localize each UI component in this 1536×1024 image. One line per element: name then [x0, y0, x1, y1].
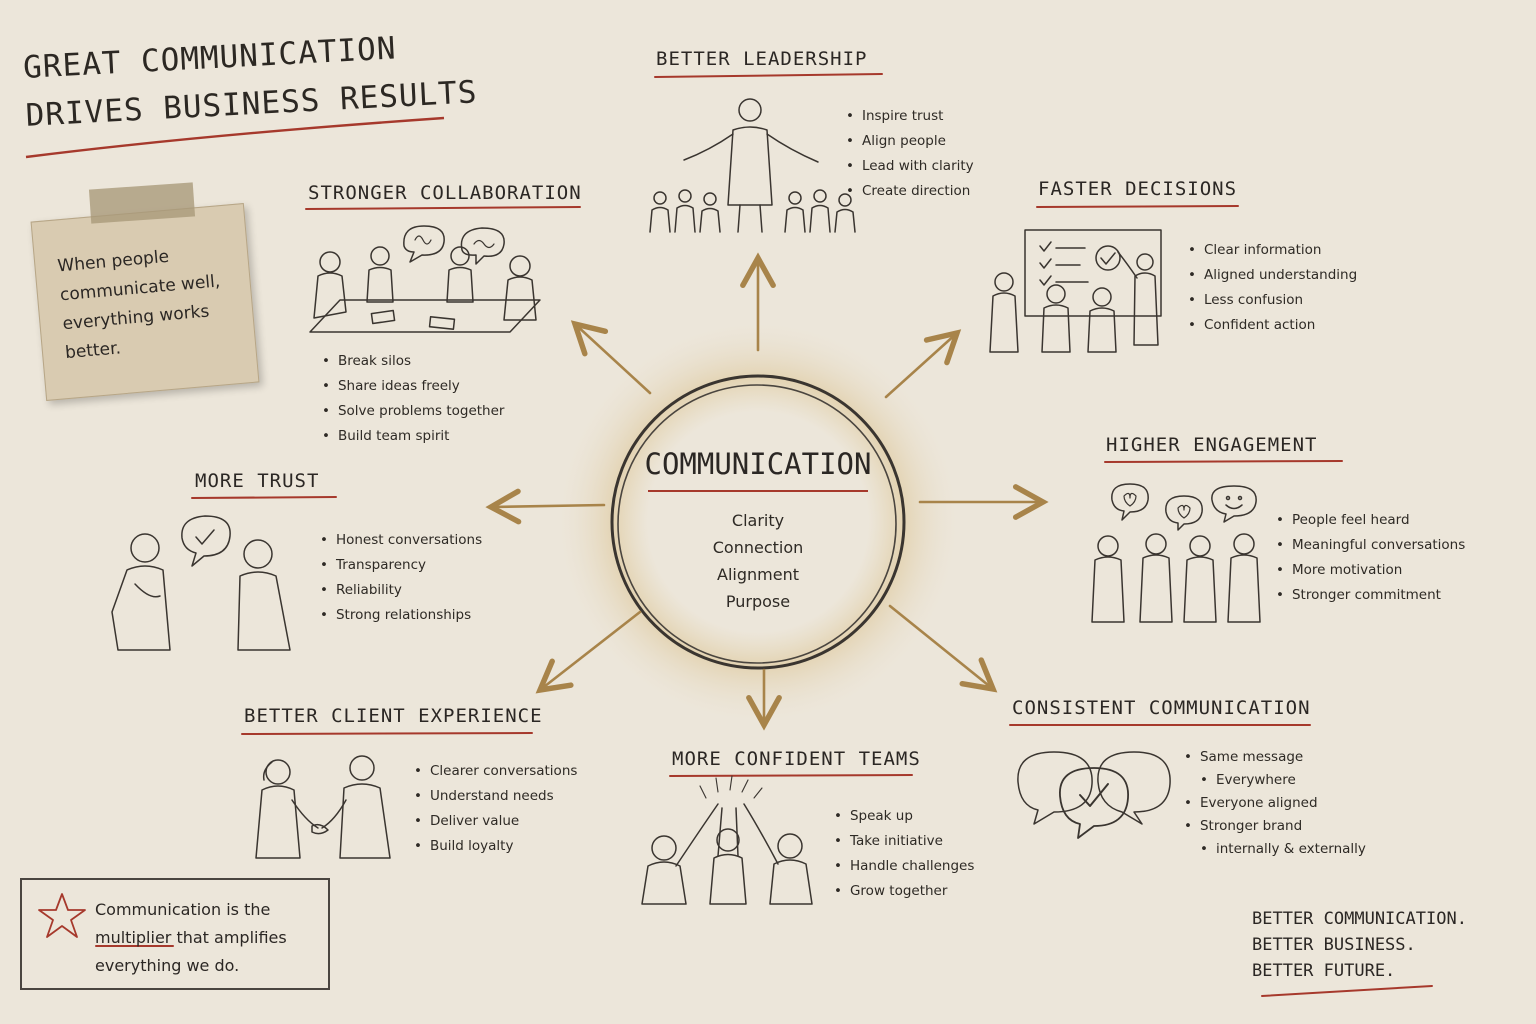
leadership-illustration [649, 98, 856, 233]
engagement-illustration [1091, 483, 1261, 623]
bullet-item: Meaningful conversations [1276, 533, 1465, 558]
quote-highlight: multiplier [95, 928, 172, 947]
client-illustration [255, 755, 391, 859]
leadership-heading: BETTER LEADERSHIP [656, 48, 868, 70]
center-word: Purpose [725, 592, 791, 611]
bullet-item: Deliver value [414, 809, 577, 834]
arrows [485, 252, 1049, 731]
consistent-bullets: Same message Everywhere Everyone aligned… [1184, 746, 1366, 861]
center-words: Clarity Connection Alignment Purpose [660, 507, 856, 615]
bullet-item: Break silos [322, 349, 504, 374]
slogan-line: BETTER COMMUNICATION. [1252, 909, 1467, 929]
bullet-item: Inspire trust [846, 104, 974, 129]
arrow-collaboration [570, 320, 652, 395]
underline-collaboration [305, 206, 581, 210]
sticky-note: When people communicate well, everything… [30, 203, 260, 401]
arrow-trust [485, 488, 606, 525]
decisions-illustration [989, 229, 1162, 353]
bullet-item: Strong relationships [320, 603, 482, 628]
bullet-item: More motivation [1276, 558, 1465, 583]
consistent-illustration [1017, 751, 1171, 839]
quote-line: everything we do. [95, 956, 240, 975]
sticky-note-text: When people communicate well, everything… [56, 239, 226, 369]
bullet-item: Everyone aligned [1184, 792, 1366, 815]
quote-text: Communication is the multiplier that amp… [95, 896, 287, 980]
center-word: Alignment [717, 565, 799, 584]
underline-decisions [1036, 205, 1239, 208]
quote-line: Communication is the [95, 900, 271, 919]
bullet-item: Reliability [320, 578, 482, 603]
bullet-item: Grow together [834, 879, 974, 904]
bullet-item: Transparency [320, 553, 482, 578]
arrow-client [535, 610, 642, 694]
bullet-item: Handle challenges [834, 854, 974, 879]
center-circle-outer [610, 374, 906, 670]
engagement-heading: HIGHER ENGAGEMENT [1106, 434, 1318, 456]
bullet-item: Understand needs [414, 784, 577, 809]
underline-confident [669, 774, 913, 777]
consistent-heading: CONSISTENT COMMUNICATION [1012, 697, 1311, 719]
trust-heading: MORE TRUST [195, 470, 320, 492]
bullet-item: Build team spirit [322, 424, 504, 449]
bullet-item: Same message [1184, 746, 1366, 769]
trust-bullets: Honest conversations Transparency Reliab… [320, 528, 482, 628]
slogan-line: BETTER BUSINESS. [1252, 935, 1416, 955]
bullet-item: People feel heard [1276, 508, 1465, 533]
bullet-item: Speak up [834, 804, 974, 829]
decisions-bullets: Clear information Aligned understanding … [1188, 238, 1357, 338]
leadership-bullets: Inspire trust Align people Lead with cla… [846, 104, 974, 204]
collaboration-bullets: Break silos Share ideas freely Solve pro… [322, 349, 504, 449]
bullet-item: Create direction [846, 179, 974, 204]
quote-line-rest: that amplifies [171, 928, 287, 947]
bullet-item: Take initiative [834, 829, 974, 854]
bullet-item: Confident action [1188, 313, 1357, 338]
center-circle-inner [617, 384, 897, 664]
collaboration-heading: STRONGER COLLABORATION [308, 182, 582, 204]
decisions-heading: FASTER DECISIONS [1038, 178, 1238, 200]
confident-heading: MORE CONFIDENT TEAMS [672, 748, 921, 770]
bullet-item: Clear information [1188, 238, 1357, 263]
confident-bullets: Speak up Take initiative Handle challeng… [834, 804, 974, 904]
quote-box [20, 878, 330, 990]
bullet-item: Stronger commitment [1276, 583, 1465, 608]
arrow-decisions [884, 329, 962, 399]
bullet-item: Aligned understanding [1188, 263, 1357, 288]
star-icon [38, 893, 86, 938]
bullet-item: Build loyalty [414, 834, 577, 859]
slogan: BETTER COMMUNICATION. BETTER BUSINESS. B… [1252, 906, 1467, 984]
client-bullets: Clearer conversations Understand needs D… [414, 759, 577, 859]
underline-slogan [1261, 985, 1433, 997]
arrow-consistent [888, 604, 998, 693]
bullet-item: Clearer conversations [414, 759, 577, 784]
collaboration-illustration [309, 225, 541, 333]
bullet-item-continued: Everywhere [1184, 769, 1366, 792]
underline-leadership [654, 73, 883, 78]
bullet-item: Align people [846, 129, 974, 154]
client-heading: BETTER CLIENT EXPERIENCE [244, 705, 543, 727]
center-word: Connection [712, 538, 804, 557]
center-title: COMMUNICATION [644, 447, 872, 481]
bullet-item: Solve problems together [322, 399, 504, 424]
bullet-item: Honest conversations [320, 528, 482, 553]
underline-trust [191, 496, 337, 499]
engagement-bullets: People feel heard Meaningful conversatio… [1276, 508, 1465, 608]
center-word: Clarity [731, 511, 785, 530]
trust-illustration [111, 515, 291, 651]
bullet-item: Share ideas freely [322, 374, 504, 399]
tape-strip [88, 182, 196, 224]
bullet-item-continued: internally & externally [1184, 838, 1366, 861]
underline-client [241, 732, 533, 735]
slogan-line: BETTER FUTURE. [1252, 961, 1396, 981]
bullet-item: Less confusion [1188, 288, 1357, 313]
confident-illustration [641, 775, 813, 905]
bullet-item: Stronger brand [1184, 815, 1366, 838]
underline-engagement [1104, 460, 1343, 463]
quote-line: multiplier that amplifies [95, 924, 287, 952]
title-underline [25, 116, 445, 159]
bullet-item: Lead with clarity [846, 154, 974, 179]
